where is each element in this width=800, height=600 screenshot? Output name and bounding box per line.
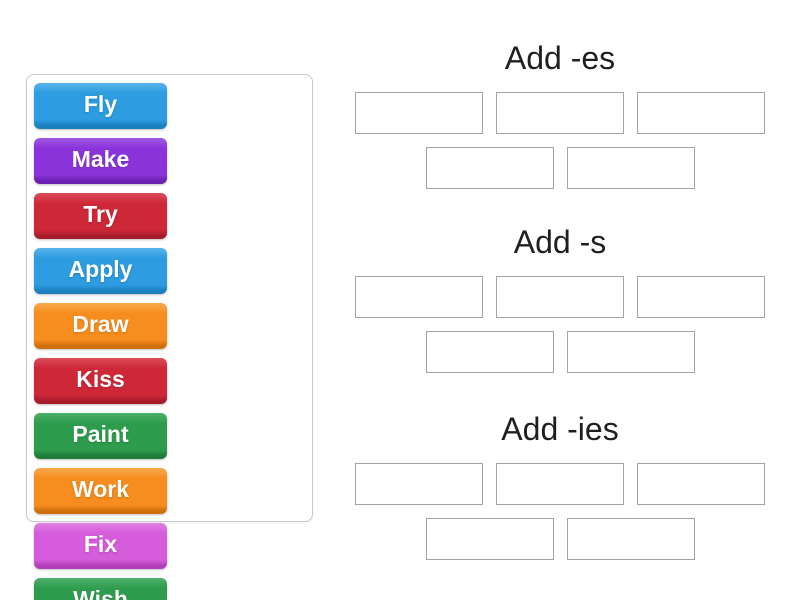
drop-slot[interactable] [355, 463, 483, 505]
word-tile-label: Work [71, 476, 130, 502]
category-groups: Add -es Add -s Add -ies [320, 0, 800, 600]
category-section-3: Add -ies [320, 411, 800, 573]
slot-row [320, 331, 800, 373]
word-tile-fly[interactable]: Fly [34, 83, 167, 129]
category-title: Add -s [513, 224, 607, 260]
word-tile-label: Fly [83, 91, 118, 117]
word-tile-paint[interactable]: Paint [34, 413, 167, 459]
drop-slot[interactable] [496, 92, 624, 134]
category-title: Add -es [504, 40, 616, 76]
drop-slot[interactable] [496, 276, 624, 318]
word-tile-label: Draw [72, 311, 129, 337]
word-tile-label: Try [83, 201, 118, 227]
word-tile-apply[interactable]: Apply [34, 248, 167, 294]
word-tile-draw[interactable]: Draw [34, 303, 167, 349]
drop-slot[interactable] [637, 92, 765, 134]
drop-slot[interactable] [566, 147, 695, 189]
word-tile-kiss[interactable]: Kiss [34, 358, 167, 404]
slot-row [320, 518, 800, 560]
slot-row [320, 92, 800, 134]
drop-slot[interactable] [425, 147, 554, 189]
drop-slot[interactable] [355, 92, 483, 134]
word-tile-label: Kiss [76, 366, 125, 392]
word-tile-wish[interactable]: Wish [34, 578, 167, 600]
category-section-1: Add -es [320, 40, 800, 202]
category-title: Add -ies [501, 411, 619, 447]
word-tile-label: Fix [83, 531, 118, 557]
drop-slot[interactable] [566, 518, 695, 560]
drop-slot[interactable] [637, 463, 765, 505]
word-tile-work[interactable]: Work [34, 468, 167, 514]
word-tile-make[interactable]: Make [34, 138, 167, 184]
word-bank-panel: Fly Make Try Apply Draw Kiss Paint Work … [26, 74, 313, 600]
slot-row [320, 463, 800, 505]
word-tile-label: Apply [68, 256, 133, 282]
drop-slot[interactable] [566, 331, 695, 373]
drop-slot[interactable] [637, 276, 765, 318]
drop-slot[interactable] [355, 276, 483, 318]
word-tile-label: Wish [73, 586, 128, 600]
word-tile-label: Paint [72, 421, 129, 447]
word-tile-fix[interactable]: Fix [34, 523, 167, 569]
slot-row [320, 276, 800, 318]
category-section-2: Add -s [320, 224, 800, 386]
drop-slot[interactable] [425, 331, 554, 373]
word-tile-label: Make [71, 146, 130, 172]
drop-slot[interactable] [425, 518, 554, 560]
slot-row [320, 147, 800, 189]
word-tile-try[interactable]: Try [34, 193, 167, 239]
drop-slot[interactable] [496, 463, 624, 505]
